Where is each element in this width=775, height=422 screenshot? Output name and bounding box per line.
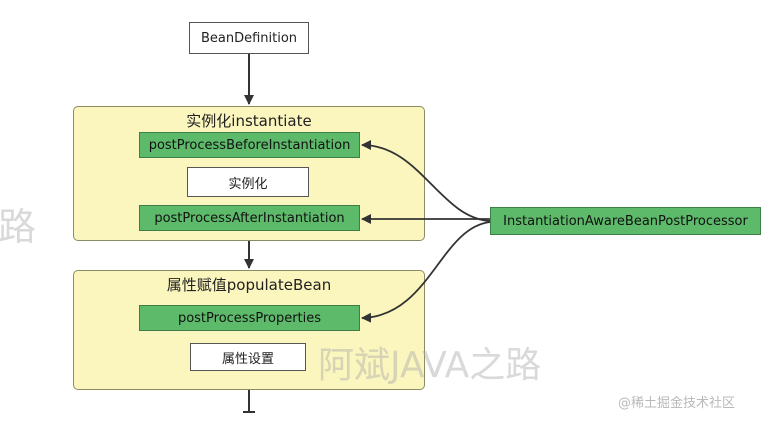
watermark-center: 阿斌JAVA之路 (318, 345, 542, 386)
bean-definition-node: BeanDefinition (189, 22, 309, 54)
post-process-before-instantiation-node: postProcessBeforeInstantiation (139, 132, 360, 158)
watermark-credit: @稀土掘金技术社区 (618, 396, 736, 411)
watermark-left-fragment: 路 (0, 205, 37, 249)
property-set-step-node: 属性设置 (190, 343, 306, 371)
instantiation-aware-bean-post-processor-node: InstantiationAwareBeanPostProcessor (490, 207, 761, 235)
populate-group-title: 属性赋值populateBean (166, 276, 332, 294)
instantiate-step-node: 实例化 (187, 167, 309, 197)
post-process-after-instantiation-node: postProcessAfterInstantiation (139, 205, 360, 231)
post-process-properties-node: postProcessProperties (139, 305, 360, 331)
instantiate-group-title: 实例化instantiate (186, 112, 312, 130)
